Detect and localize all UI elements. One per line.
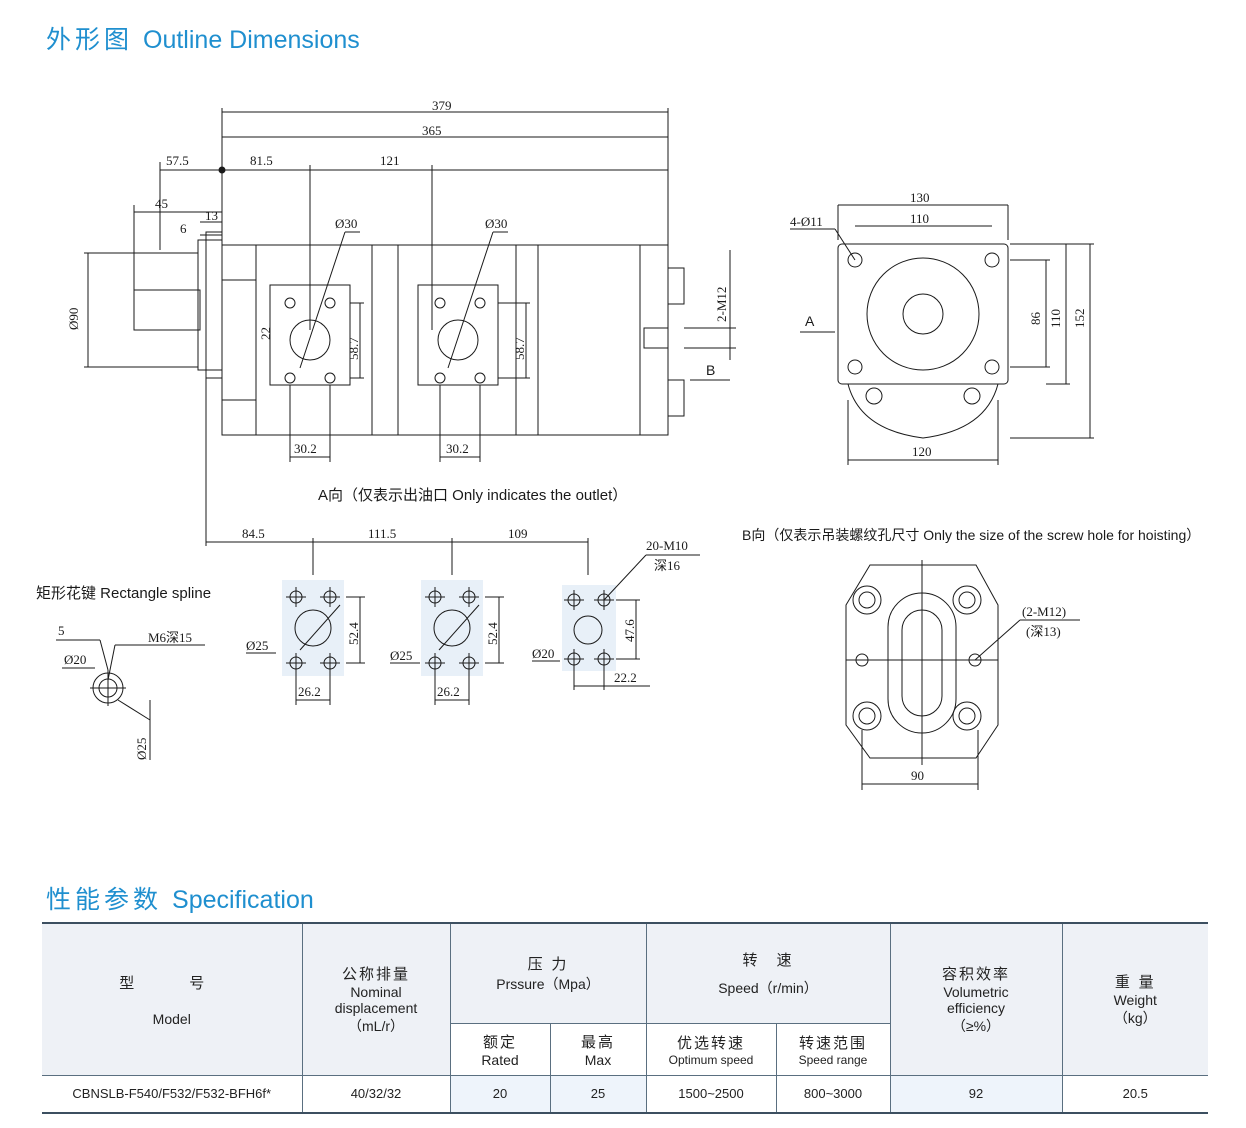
dim-30-2-a: 30.2 — [294, 441, 317, 456]
front-120: 120 — [912, 444, 932, 459]
port3-dia: Ø20 — [532, 646, 554, 661]
b-90: 90 — [911, 768, 924, 783]
port3-thread: 20-M10 — [646, 538, 688, 553]
outline-heading-en: Outline Dimensions — [143, 26, 360, 54]
spec-table: 型 号 Model 公称排量 Nominal displacement （mL/… — [42, 922, 1208, 1114]
cell-max: 25 — [549, 1074, 647, 1113]
shaft-dia: Ø90 — [66, 308, 81, 330]
spline-20: Ø20 — [64, 652, 86, 667]
cell-optimum-speed: 1500~2500 — [645, 1074, 777, 1113]
spline-25: Ø25 — [134, 738, 149, 760]
port1-hole: Ø30 — [335, 216, 357, 231]
b-m12: (2-M12) — [1022, 604, 1066, 619]
front-110-v: 110 — [1048, 309, 1063, 328]
port2-26-2: 26.2 — [437, 684, 460, 699]
side-view: 379 365 57.5 81.5 121 45 13 6 Ø90 — [66, 98, 736, 504]
front-86: 86 — [1028, 312, 1043, 326]
front-110: 110 — [910, 211, 929, 226]
spec-heading: 性能参数 Specification — [46, 880, 314, 916]
dim-81-5: 81.5 — [250, 153, 273, 168]
port1-dia: Ø25 — [246, 638, 268, 653]
th-optimum-speed: 优选转速 Optimum speed — [645, 1022, 777, 1076]
port2-52-4: 52.4 — [485, 622, 500, 645]
dim-6: 6 — [180, 221, 187, 236]
front-4-holes: 4-Ø11 — [790, 214, 823, 229]
spline-view: 矩形花键 Rectangle spline 5 M6深15 Ø20 Ø25 — [36, 585, 211, 760]
cell-efficiency: 92 — [889, 1074, 1063, 1113]
dim-365: 365 — [422, 123, 442, 138]
spline-m6: M6深15 — [148, 630, 192, 645]
spacing-111-5: 111.5 — [368, 526, 396, 541]
th-efficiency: 容积效率 Volumetric efficiency （≥%） — [889, 922, 1063, 1076]
table-row: CBNSLB-F540/F532/F532-BFH6f* 40/32/32 20… — [42, 1074, 1208, 1113]
port3-depth: 深16 — [654, 558, 681, 573]
spec-heading-en: Specification — [172, 886, 314, 914]
caption-a: A向（仅表示出油口 Only indicates the outlet） — [318, 487, 627, 504]
dim-58-7-a: 58.7 — [346, 337, 361, 360]
port2-hole: Ø30 — [485, 216, 507, 231]
th-speed: 转 速 Speed（r/min） — [645, 922, 891, 1024]
th-weight: 重 量 Weight （kg） — [1061, 922, 1208, 1076]
th-speed-range: 转速范围 Speed range — [775, 1022, 890, 1076]
cell-rated: 20 — [449, 1074, 551, 1113]
port1-26-2: 26.2 — [298, 684, 321, 699]
dim-22: 22 — [258, 327, 273, 340]
caption-b: B向（仅表示吊装螺纹孔尺寸 Only the size of the screw… — [742, 527, 1200, 543]
dim-2-m12: 2-M12 — [714, 287, 729, 322]
b-depth: (深13) — [1026, 624, 1061, 639]
th-pressure: 压 力 Prssure（Mpa） — [449, 922, 647, 1024]
outline-drawing: 379 365 57.5 81.5 121 45 13 6 Ø90 — [36, 98, 1200, 790]
spline-5: 5 — [58, 623, 65, 638]
th-displacement: 公称排量 Nominal displacement （mL/r） — [301, 922, 451, 1076]
dim-57-5: 57.5 — [166, 153, 189, 168]
th-max: 最高 Max — [549, 1022, 647, 1076]
marker-b: B — [706, 362, 715, 378]
cell-displacement: 40/32/32 — [301, 1074, 451, 1113]
dim-121: 121 — [380, 153, 400, 168]
th-model: 型 号 Model — [42, 922, 303, 1076]
b-view: B向（仅表示吊装螺纹孔尺寸 Only the size of the screw… — [742, 527, 1200, 790]
spacing-84-5: 84.5 — [242, 526, 265, 541]
port-views: 84.5 111.5 109 52.4 26.2 Ø25 52.4 — [205, 370, 700, 705]
dim-379: 379 — [432, 98, 452, 113]
cell-model: CBNSLB-F540/F532/F532-BFH6f* — [42, 1074, 303, 1113]
dim-45: 45 — [155, 196, 168, 211]
dim-58-7-b: 58.7 — [512, 337, 527, 360]
dim-13: 13 — [205, 208, 218, 223]
outline-heading-cn: 外形图 — [46, 25, 134, 54]
port2-dia: Ø25 — [390, 648, 412, 663]
marker-a: A — [805, 313, 815, 329]
spec-heading-cn: 性能参数 — [46, 885, 163, 914]
dim-30-2-b: 30.2 — [446, 441, 469, 456]
front-view: 130 110 4-Ø11 86 110 152 120 A — [790, 190, 1094, 465]
port1-52-4: 52.4 — [346, 622, 361, 645]
front-130: 130 — [910, 190, 930, 205]
spacing-109: 109 — [508, 526, 528, 541]
port3-22-2: 22.2 — [614, 670, 637, 685]
cell-weight: 20.5 — [1061, 1074, 1208, 1113]
spline-title: 矩形花键 Rectangle spline — [36, 585, 211, 602]
th-rated: 额定 Rated — [450, 1022, 551, 1076]
outline-heading: 外形图 Outline Dimensions — [46, 20, 360, 56]
front-152: 152 — [1072, 309, 1087, 329]
cell-speed-range: 800~3000 — [775, 1074, 891, 1113]
port3-47-6: 47.6 — [622, 619, 637, 642]
